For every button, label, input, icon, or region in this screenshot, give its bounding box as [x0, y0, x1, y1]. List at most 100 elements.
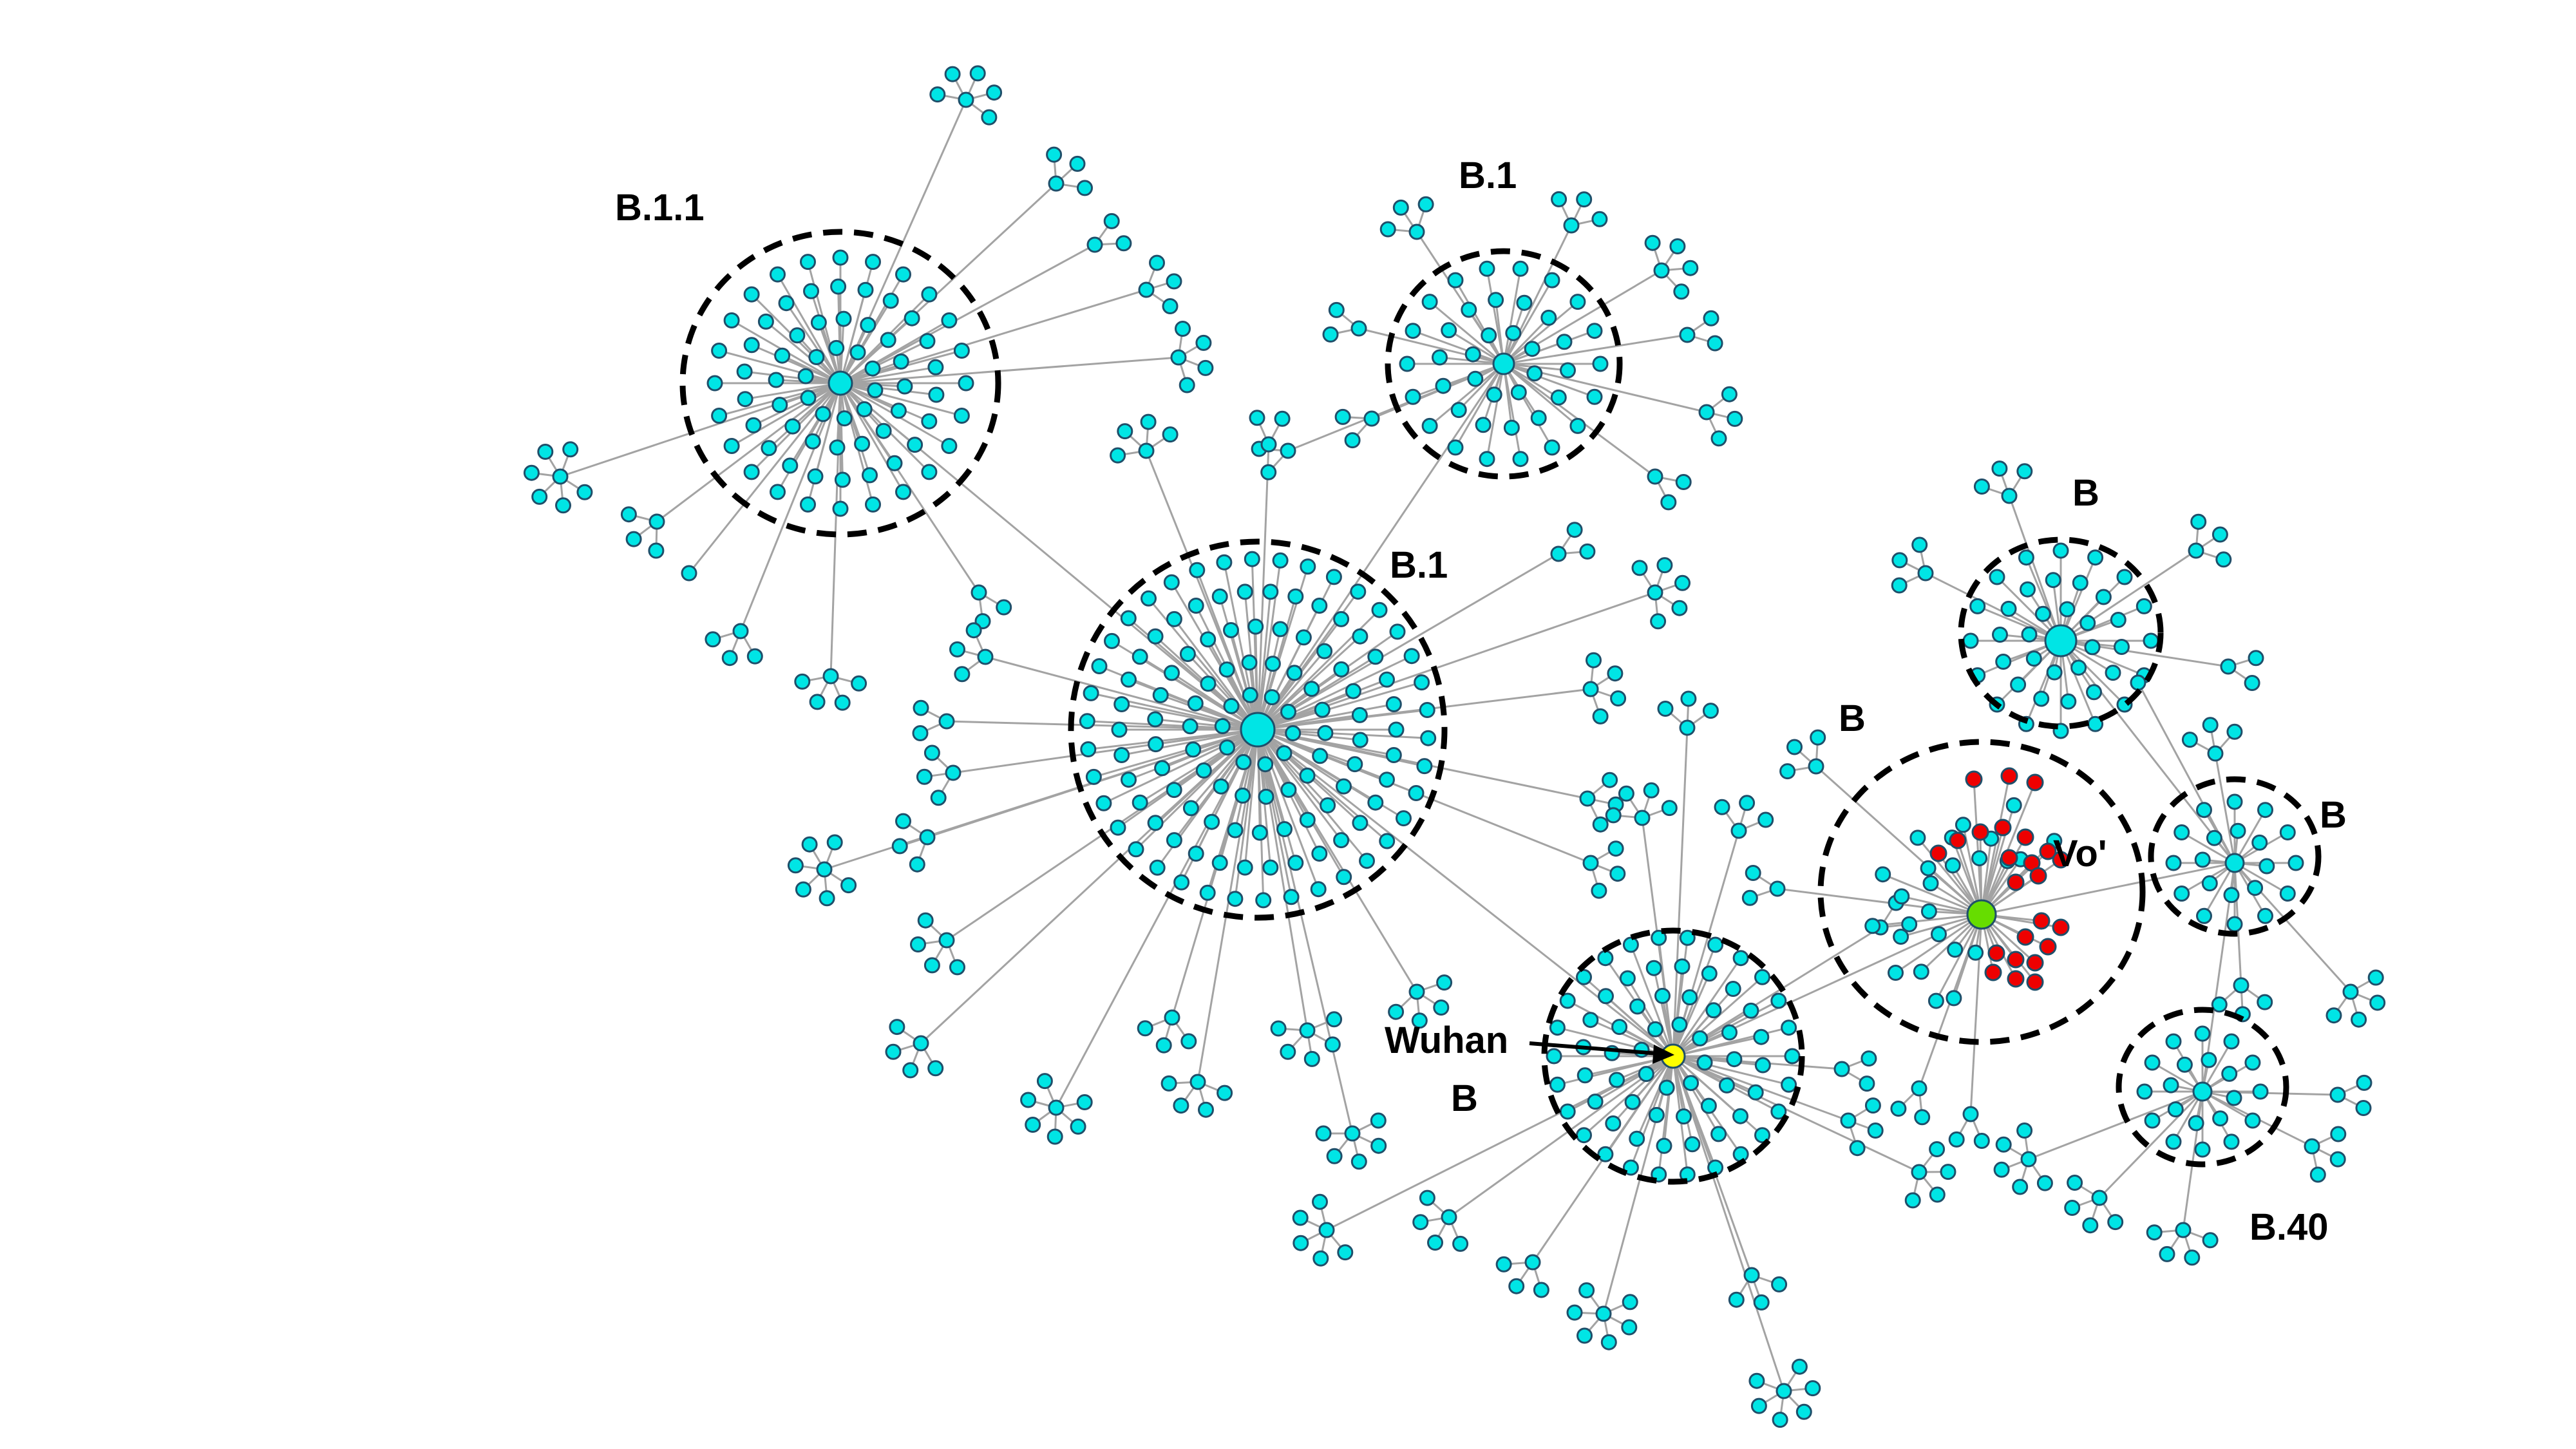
cluster-outline-b1-top: [1385, 248, 1623, 480]
haplotype-node: [930, 790, 947, 806]
haplotype-node: [2226, 1090, 2242, 1106]
haplotype-node: [1721, 1024, 1738, 1041]
haplotype-node: [1419, 1189, 1435, 1206]
haplotype-node: [721, 650, 738, 667]
haplotype-node: [2201, 1052, 2217, 1068]
haplotype-node: [1544, 272, 1560, 289]
vo-case-node: [1965, 770, 1983, 788]
haplotype-node: [1137, 1020, 1153, 1037]
haplotype-node: [743, 286, 760, 303]
haplotype-node: [2136, 1083, 2153, 1100]
network-edge: [1503, 330, 1595, 365]
haplotype-node: [1080, 741, 1097, 757]
haplotype-node: [2206, 829, 2222, 846]
haplotype-node: [1336, 869, 1352, 886]
network-edge: [1895, 913, 1982, 974]
haplotype-node: [1560, 362, 1576, 379]
haplotype-node: [1671, 600, 1688, 616]
haplotype-node: [1403, 648, 1420, 665]
network-edge: [1980, 782, 2036, 915]
haplotype-node: [1189, 562, 1206, 578]
haplotype-node: [770, 484, 786, 500]
haplotype-node: [1388, 1003, 1405, 1020]
haplotype-node: [1656, 1137, 1672, 1154]
haplotype-node: [1495, 1256, 1512, 1273]
network-edge: [1629, 944, 1674, 1057]
haplotype-node: [896, 378, 913, 395]
haplotype-node: [1622, 1294, 1638, 1311]
haplotype-node: [2196, 907, 2212, 924]
haplotype-node: [1550, 389, 1567, 406]
haplotype-node: [1280, 781, 1297, 798]
haplotype-node: [1714, 799, 1730, 815]
network-edge: [1256, 729, 1342, 841]
haplotype-node: [1103, 213, 1120, 229]
haplotype-node: [2000, 600, 2017, 617]
haplotype-node: [1669, 238, 1686, 254]
network-edge: [1627, 978, 1674, 1057]
hub-b1-center: [1240, 712, 1276, 748]
haplotype-node: [1607, 840, 1624, 857]
haplotype-node: [865, 496, 881, 513]
haplotype-node: [2325, 1007, 2342, 1024]
network-edge: [1672, 1055, 1920, 1173]
label-b-wuhan: B: [1451, 1077, 1478, 1119]
network-edge: [2214, 753, 2236, 864]
haplotype-node: [1326, 1148, 1343, 1164]
haplotype-node: [909, 856, 925, 873]
haplotype-node: [1967, 944, 1984, 961]
haplotype-node: [736, 363, 753, 380]
haplotype-node: [1927, 992, 1944, 1009]
haplotype-node: [1591, 882, 1607, 899]
haplotype-node: [2059, 601, 2076, 618]
haplotype-node: [1287, 855, 1304, 871]
haplotype-node: [1645, 960, 1662, 976]
network-edge: [1925, 572, 2061, 642]
haplotype-node: [2136, 598, 2152, 614]
haplotype-node: [2174, 824, 2190, 840]
haplotype-node: [1180, 1033, 1197, 1050]
haplotype-node: [1120, 610, 1137, 627]
haplotype-node: [1260, 436, 1277, 453]
network-edge: [751, 344, 841, 384]
haplotype-node: [1213, 778, 1229, 795]
haplotype-node: [1546, 1048, 1562, 1065]
haplotype-node: [1286, 665, 1303, 681]
haplotype-node: [1166, 611, 1182, 627]
network-edge: [1197, 729, 1259, 1083]
haplotype-node: [1200, 676, 1217, 692]
haplotype-node: [1046, 146, 1063, 163]
haplotype-node: [2279, 824, 2296, 840]
vo-case-node: [2052, 851, 2070, 869]
haplotype-node: [1770, 1103, 1787, 1120]
haplotype-node: [787, 857, 804, 874]
haplotype-node: [2105, 665, 2121, 681]
network-edge: [1672, 1056, 1719, 1135]
network-edge: [1448, 1055, 1674, 1218]
haplotype-node: [1586, 388, 1603, 405]
haplotype-node: [1619, 970, 1636, 987]
haplotype-node: [1388, 721, 1405, 738]
haplotype-node: [1808, 758, 1824, 775]
haplotype-node: [1633, 1041, 1650, 1058]
haplotype-node: [576, 484, 593, 500]
haplotype-node: [1944, 857, 1961, 874]
vo-case-node: [2029, 867, 2047, 885]
haplotype-node: [1385, 747, 1402, 763]
haplotype-node: [1324, 1036, 1341, 1053]
haplotype-node: [1940, 1164, 1956, 1180]
haplotype-node: [2033, 690, 2050, 707]
haplotype-node: [1121, 772, 1137, 788]
haplotype-node: [1048, 175, 1065, 192]
network-edge: [807, 383, 842, 505]
haplotype-node: [2116, 569, 2133, 585]
haplotype-node: [1421, 417, 1438, 434]
haplotype-node: [913, 1035, 929, 1052]
haplotype-node: [2020, 1151, 2037, 1168]
haplotype-node: [1251, 824, 1268, 841]
haplotype-node: [1185, 741, 1202, 758]
haplotype-node: [944, 66, 961, 82]
haplotype-node: [1227, 822, 1244, 838]
haplotype-node: [1629, 998, 1646, 1015]
haplotype-node: [1911, 536, 1928, 553]
